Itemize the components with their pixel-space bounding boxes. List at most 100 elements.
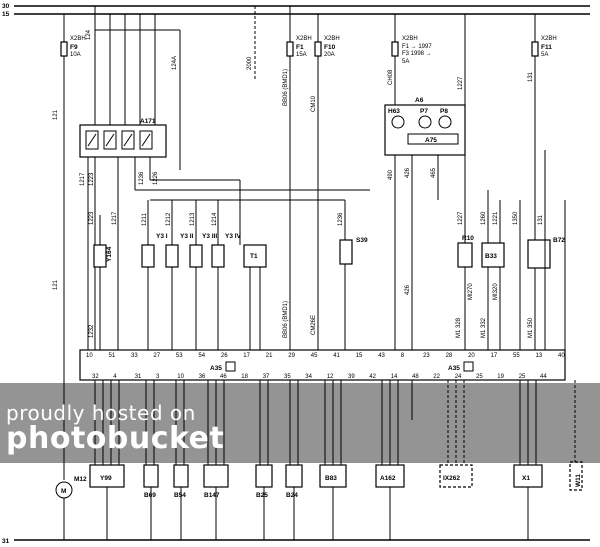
a35-pin-number: 18 (241, 374, 248, 380)
fuse-f1 (286, 41, 294, 57)
component-b25 (255, 464, 273, 488)
a35-pin-number: 40 (558, 353, 565, 359)
component-b72 (527, 239, 551, 269)
a35-pin-number: 25 (519, 374, 526, 380)
wire-code: 1221 (493, 211, 499, 225)
fuse-f11-name: F11 (541, 44, 552, 51)
wire-code: M1 328 (456, 317, 462, 338)
a35-pin-number: 8 (401, 353, 405, 359)
component-b33-label: B33 (485, 253, 497, 260)
component-r10 (457, 242, 473, 268)
a35-pin-number: 17 (491, 353, 498, 359)
module-a171-label: A171 (140, 118, 156, 125)
wire-code: 1217 (112, 211, 118, 225)
module-a35 (79, 349, 566, 381)
wire-code: CM10 (311, 95, 317, 112)
wire-code: MI270 (468, 283, 474, 300)
wire-code: 1236 (139, 171, 145, 185)
a35-pin-number: 37 (263, 374, 270, 380)
a35-pin-number: 51 (109, 353, 116, 359)
a35-pin-number: 4 (113, 374, 117, 380)
a35-pin-number: 22 (433, 374, 440, 380)
component-y3-ii: Y3 II (180, 233, 194, 240)
component-y3-iii: Y3 III (202, 233, 217, 240)
wire-code: 1260 (481, 211, 487, 225)
a35-pin-number: 21 (266, 353, 273, 359)
lower-wires (94, 380, 537, 465)
a35-pin-number: 24 (455, 374, 462, 380)
a35-pin-number: 33 (131, 353, 138, 359)
gauge-p7 (418, 115, 432, 129)
a35-pin-number: 43 (378, 353, 385, 359)
wire-code: 1211 (142, 212, 148, 226)
a35-pin-number: 32 (92, 374, 99, 380)
wire-code: 1217 (80, 172, 86, 186)
component-a162-label: A162 (380, 475, 396, 482)
wire-code: 1236 (338, 212, 344, 226)
a35-pin-number: 13 (536, 353, 543, 359)
component-b69 (143, 464, 159, 488)
a35-pin-number: 27 (153, 353, 160, 359)
wire-code: M1 350 (528, 317, 534, 338)
a35-marker-left (225, 361, 236, 372)
wire-code: CM26E (311, 315, 317, 335)
component-y99-label: Y99 (100, 475, 112, 482)
fuse-f9-tag: X2BH (70, 36, 86, 42)
module-a35-label-right: A35 (448, 365, 460, 372)
a35-pin-number: 26 (221, 353, 228, 359)
component-w11-label: W11 (575, 474, 582, 487)
wire-code: 121 (53, 279, 59, 290)
a35-pin-number: 10 (177, 374, 184, 380)
gauge-p8-label: P8 (440, 108, 448, 115)
component-x1-label: X1 (522, 475, 530, 482)
a35-pin-number: 34 (305, 374, 312, 380)
module-a75-label: A75 (425, 137, 437, 144)
fuse-f1b-note1: F1 → 1997 (402, 44, 432, 50)
wire-code: CH08 (388, 69, 394, 85)
component-w11 (569, 461, 583, 491)
component-b54-label: B54 (174, 492, 186, 499)
wire-code: MI320 (493, 283, 499, 300)
wire-code: 1232 (89, 324, 95, 338)
a35-pin-number: 17 (243, 353, 250, 359)
wire-code: 124 (86, 29, 92, 40)
a35-pin-number: 3 (156, 374, 160, 380)
fuse-f1-spec: 15A (296, 52, 307, 58)
a35-pin-number: 35 (284, 374, 291, 380)
component-b69-label: B69 (144, 492, 156, 499)
gauge-p8 (438, 115, 452, 129)
a171-relay-contacts (85, 130, 153, 150)
module-a35-label-left: A35 (210, 365, 222, 372)
module-a75 (407, 133, 459, 145)
a35-marker-right (463, 361, 474, 372)
component-s39 (339, 239, 353, 265)
a35-pin-number: 29 (288, 353, 295, 359)
a35-pin-number: 45 (311, 353, 318, 359)
fuse-f10-spec: 20A (324, 52, 335, 58)
fuse-f9-spec: 10A (70, 52, 81, 58)
component-b33 (481, 242, 505, 268)
a35-pin-number: 46 (220, 374, 227, 380)
component-b24 (285, 464, 303, 488)
wire-code: 1212 (166, 212, 172, 226)
wire-code: 490 (388, 169, 394, 180)
a35-pin-number: 15 (356, 353, 363, 359)
wire-code: 465 (431, 167, 437, 178)
component-y3-i: Y3 I (156, 233, 168, 240)
a35-pin-number: 19 (497, 374, 504, 380)
fuse-f11 (531, 41, 539, 57)
wire-code: 1214 (212, 212, 218, 226)
wire-code: 1350 (513, 211, 519, 225)
a35-pin-number: 41 (333, 353, 340, 359)
component-b54 (173, 464, 189, 488)
module-a6-label: A6 (415, 97, 424, 104)
a35-pin-number: 12 (327, 374, 334, 380)
wire-code: 121 (53, 109, 59, 120)
module-a6 (384, 104, 466, 156)
component-y164 (93, 244, 107, 268)
wire-code: 131 (528, 71, 534, 82)
component-t1 (243, 244, 267, 268)
